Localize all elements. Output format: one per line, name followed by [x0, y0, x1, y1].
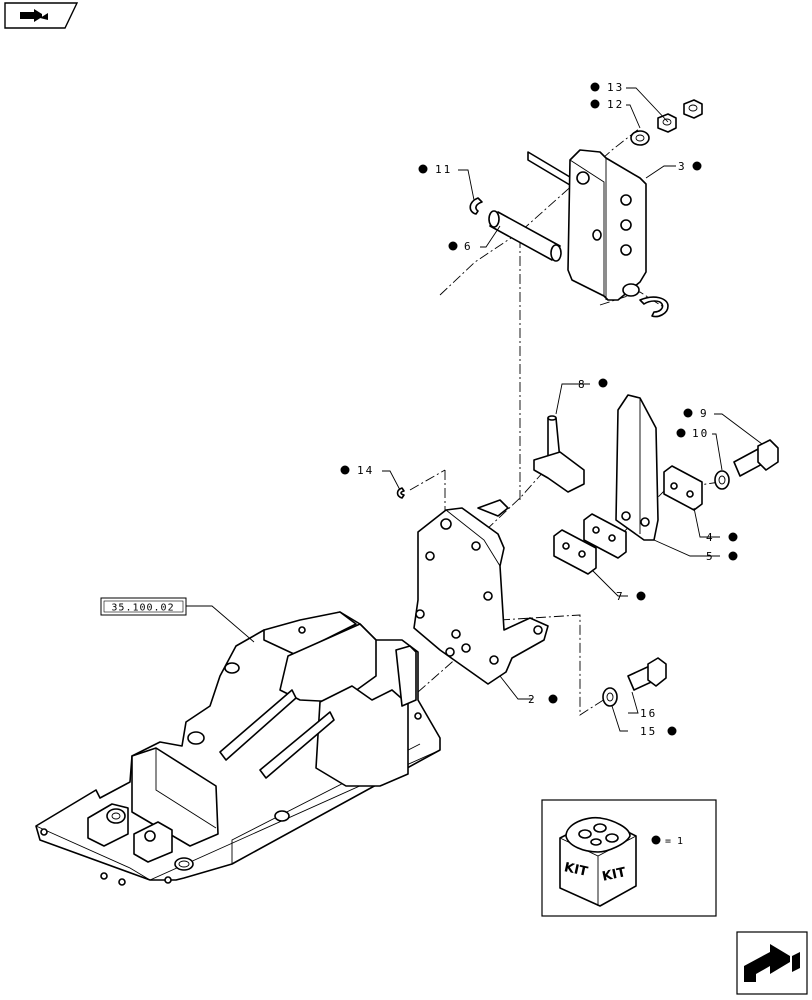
washer-part-15	[602, 687, 618, 707]
callout-2: 2	[528, 693, 558, 706]
pin-part-6	[488, 210, 562, 262]
svg-text:2: 2	[528, 693, 537, 706]
kit-dot	[676, 428, 686, 438]
callout-15: 15	[640, 725, 677, 738]
kit-legend: KIT KIT = 1	[541, 799, 717, 917]
kit-dot	[548, 694, 558, 704]
bolt-part-9	[733, 439, 779, 477]
kit-dot	[590, 99, 600, 109]
svg-text:14: 14	[357, 464, 374, 477]
kit-dot	[651, 835, 661, 845]
svg-text:10: 10	[692, 427, 709, 440]
spacer-part-7	[553, 513, 627, 575]
svg-text:9: 9	[700, 407, 709, 420]
svg-text:13: 13	[607, 81, 624, 94]
svg-text:4: 4	[706, 531, 715, 544]
svg-text:8: 8	[578, 378, 587, 391]
svg-text:7: 7	[616, 590, 625, 603]
callout-12: 12	[590, 98, 624, 111]
svg-text:16: 16	[640, 707, 657, 720]
callout-14: 14	[340, 464, 374, 477]
kit-word-right: KIT	[601, 865, 628, 885]
callout-4: 4	[706, 531, 738, 544]
kit-dot	[340, 465, 350, 475]
spacer-part-4	[663, 465, 703, 511]
lift-housing	[35, 611, 441, 886]
next-page-arrow-icon[interactable]	[736, 931, 808, 995]
svg-text:11: 11	[435, 163, 452, 176]
lever-part-8	[533, 415, 585, 493]
kit-dot	[667, 726, 677, 736]
kit-dot	[692, 161, 702, 171]
callout-10: 10	[676, 427, 709, 440]
leader-lines	[382, 87, 763, 732]
kit-dot	[636, 591, 646, 601]
callout-5: 5	[706, 550, 738, 563]
clip-part-11	[469, 197, 669, 318]
kit-equals-text: = 1	[665, 836, 683, 847]
kit-dot	[728, 551, 738, 561]
kit-dot	[683, 408, 693, 418]
kit-word-left: KIT	[563, 860, 590, 880]
support-plate-part-2	[413, 499, 549, 685]
kit-dot	[598, 378, 608, 388]
kit-box-icon: KIT KIT	[559, 816, 637, 907]
washer-part-10	[714, 470, 730, 490]
washer-part-12	[630, 130, 650, 146]
reference-box[interactable]: 35.100.02	[100, 597, 255, 643]
clip-part-14	[396, 487, 405, 499]
book-arrow-icon[interactable]	[4, 2, 79, 29]
callout-8: 8	[578, 378, 608, 391]
callout-16: 16	[640, 707, 657, 720]
reference-label: 35.100.02	[111, 603, 174, 614]
callout-3: 3	[678, 160, 702, 173]
kit-dot	[728, 532, 738, 542]
nut-part-13	[657, 99, 703, 133]
svg-text:5: 5	[706, 550, 715, 563]
callout-11: 11	[418, 163, 452, 176]
svg-text:6: 6	[464, 240, 473, 253]
kit-dot	[418, 164, 428, 174]
callout-6: 6	[448, 240, 473, 253]
bracket-part-3	[527, 149, 647, 301]
svg-text:12: 12	[607, 98, 624, 111]
svg-text:3: 3	[678, 160, 687, 173]
callout-9: 9	[683, 407, 709, 420]
kit-dot	[590, 82, 600, 92]
kit-dot	[448, 241, 458, 251]
bolt-part-16	[627, 657, 667, 691]
plate-part-5	[615, 394, 659, 541]
svg-text:15: 15	[640, 725, 657, 738]
callout-13: 13	[590, 81, 624, 94]
callout-7: 7	[616, 590, 646, 603]
